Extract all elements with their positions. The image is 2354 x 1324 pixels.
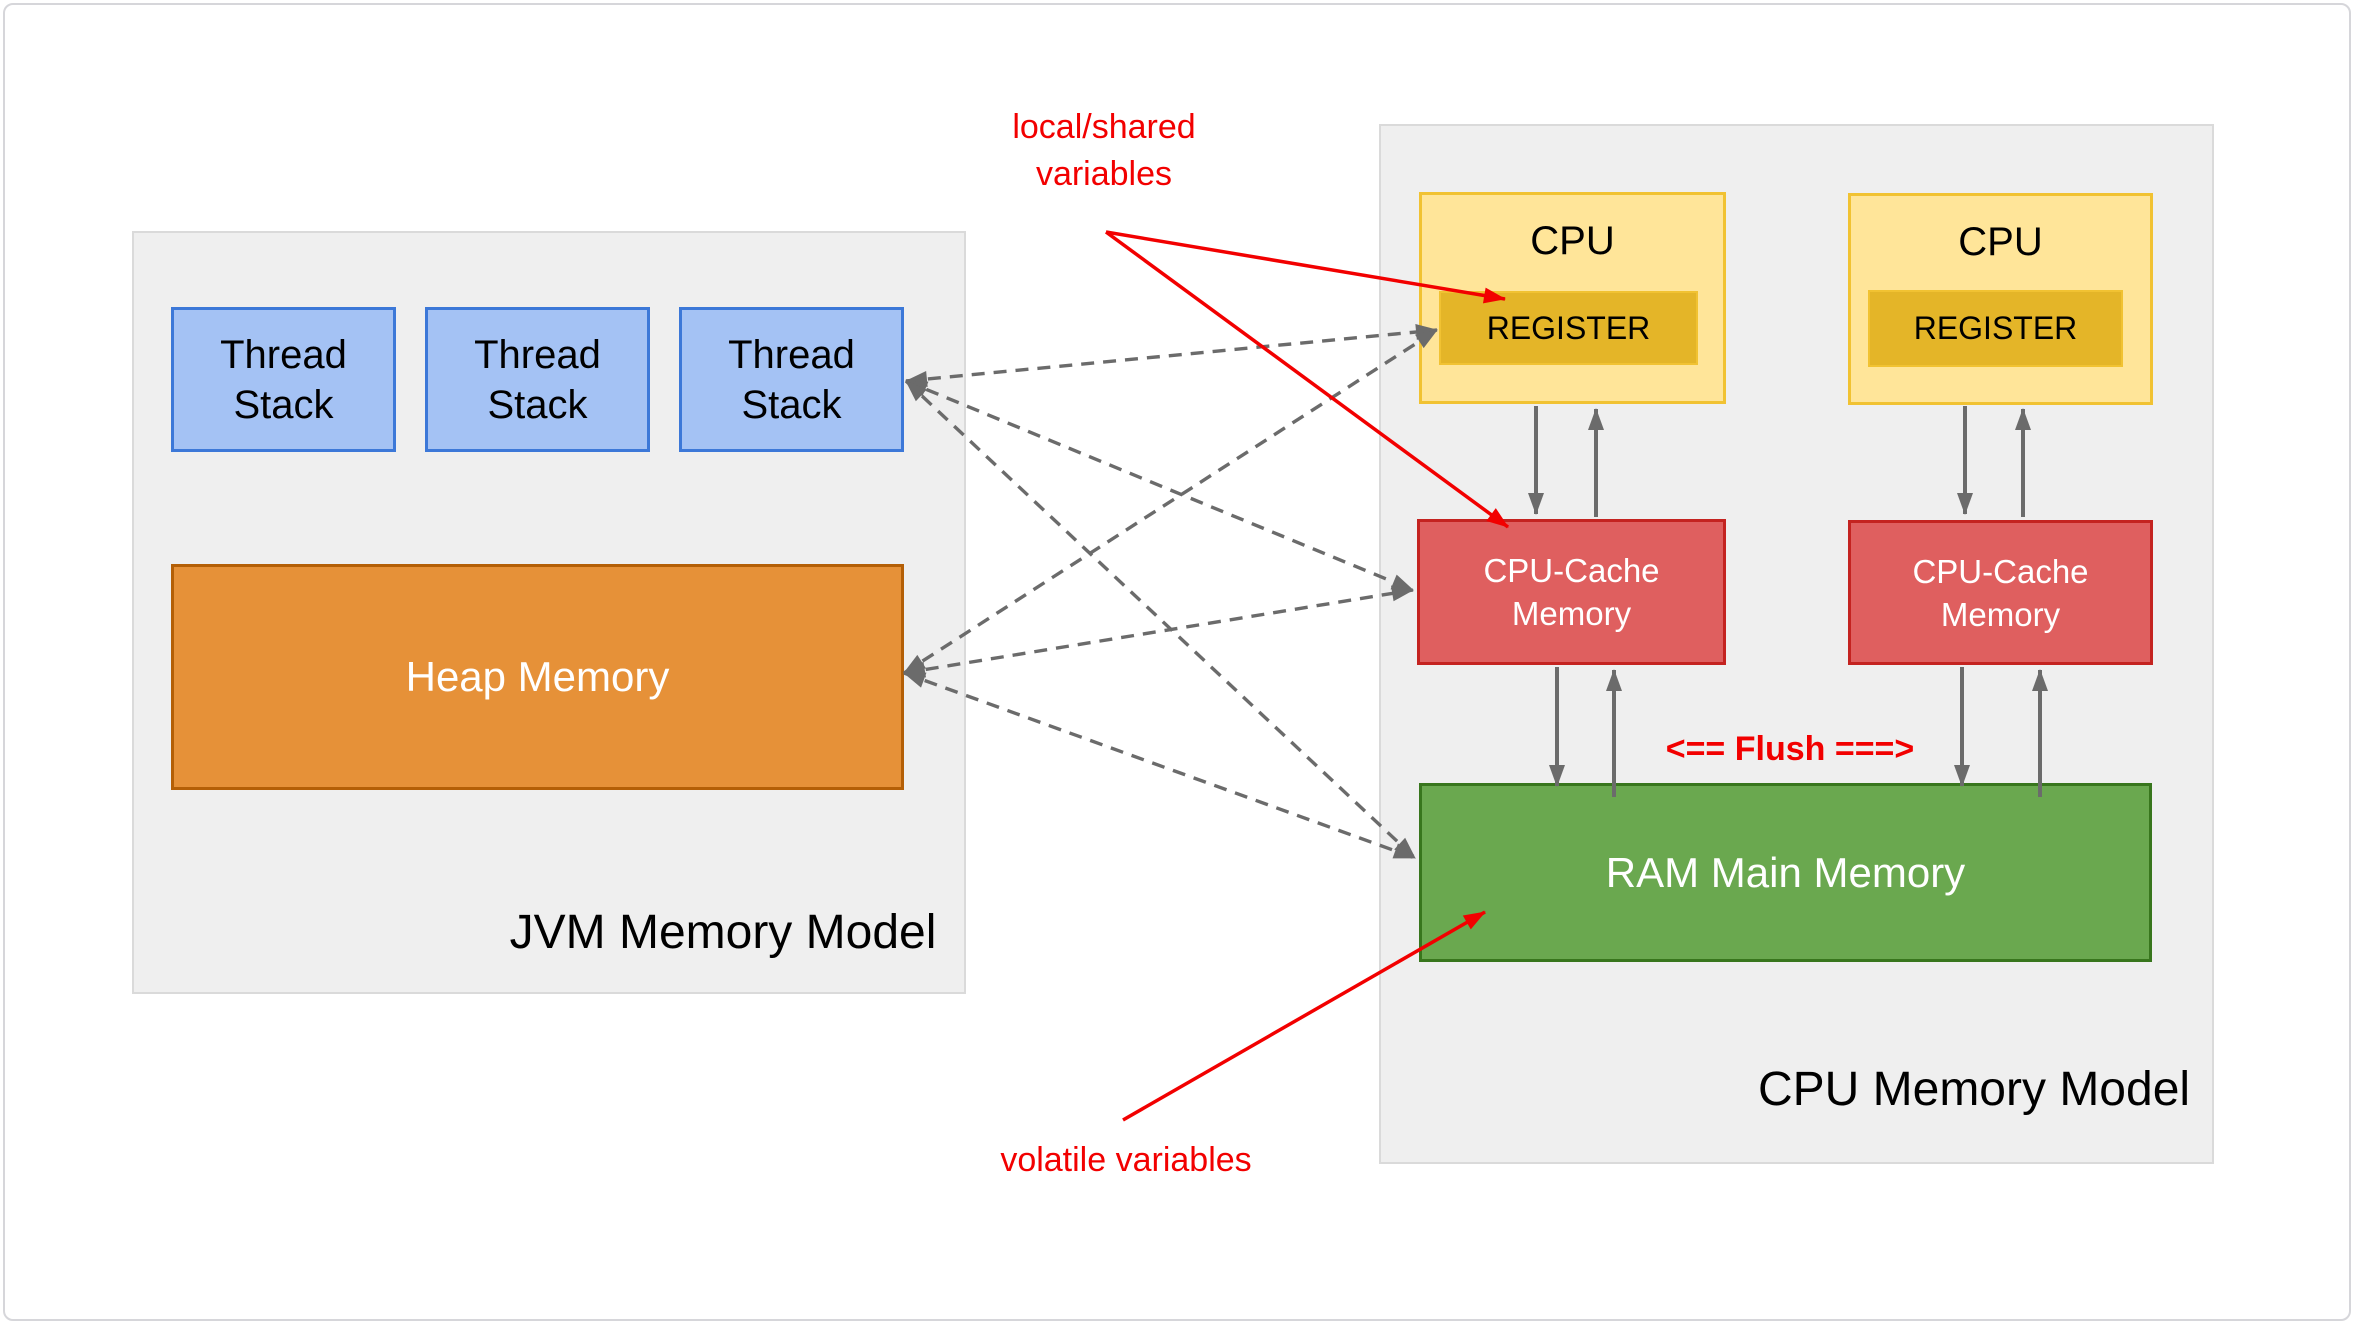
ram-main-memory-label: RAM Main Memory [1605, 848, 1966, 896]
thread-stack-box-2: Thread Stack [425, 307, 650, 452]
register-box-1: REGISTER [1439, 291, 1698, 365]
register-label: REGISTER [1486, 309, 1651, 346]
edge-heap-to-cache-1 [903, 585, 1414, 678]
thread-stack-label: Stack [233, 382, 334, 427]
edge-thread-stack-3-to-register-1 [905, 324, 1438, 387]
thread-stack-box-3: Thread Stack [679, 307, 904, 452]
edge-heap-to-register-1 [903, 328, 1438, 675]
local-shared-variables-label: local/shared variables [904, 104, 1304, 198]
edge-thread-stack-3-to-ram [904, 379, 1417, 860]
cpu-label: CPU [1530, 219, 1615, 263]
thread-stack-label: Stack [487, 382, 588, 427]
annotation-line: variables [1035, 155, 1173, 193]
thread-stack-label: Thread [728, 332, 855, 377]
cpu-cache-label: CPU-Cache [1483, 552, 1660, 589]
annotation-line: local/shared [1012, 108, 1196, 146]
thread-stack-box-1: Thread Stack [171, 307, 396, 452]
flush-label: <== Flush ===> [1665, 730, 1915, 768]
edge-thread-stack-3-to-cache-1 [905, 379, 1414, 592]
register-box-2: REGISTER [1868, 290, 2123, 367]
cpu-label: CPU [1958, 220, 2043, 264]
ram-main-memory-box: RAM Main Memory [1419, 783, 2152, 962]
cpu-panel-title: CPU Memory Model [1757, 1063, 2191, 1116]
volatile-variables-label: volatile variables [1000, 1141, 1252, 1179]
register-label: REGISTER [1913, 310, 2078, 346]
thread-stack-label: Thread [474, 332, 601, 377]
edge-heap-to-ram [903, 671, 1416, 860]
heap-memory-box: Heap Memory [171, 564, 904, 790]
cpu-cache-label: Memory [1940, 595, 2061, 633]
cpu-cache-label: CPU-Cache [1912, 552, 2089, 590]
thread-stack-label: Stack [741, 382, 842, 427]
jvm-panel-title: JVM Memory Model [509, 906, 937, 959]
cpu-cache-box-2: CPU-Cache Memory [1848, 520, 2153, 665]
thread-stack-label: Thread [220, 332, 347, 377]
heap-memory-label: Heap Memory [405, 653, 670, 700]
cpu-cache-box-1: CPU-Cache Memory [1417, 519, 1726, 665]
cpu-cache-label: Memory [1511, 595, 1632, 632]
